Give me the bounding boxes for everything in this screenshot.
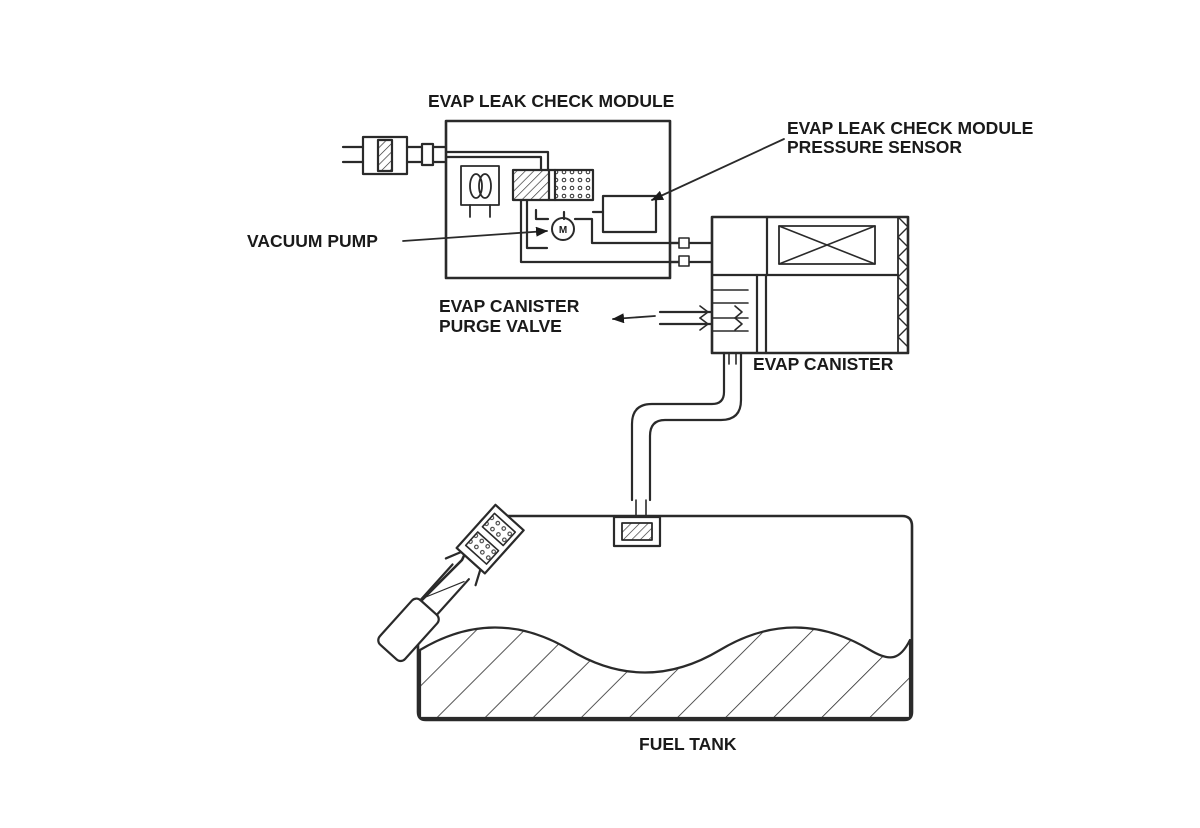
- module-to-canister-hoses: [668, 237, 714, 267]
- filler-neck: [377, 503, 525, 663]
- pump-label: VACUUM PUMP: [247, 231, 378, 251]
- purge-valve-label-line1: EVAP CANISTER: [439, 296, 580, 316]
- switching-valve: [511, 168, 595, 202]
- sensor-arrow: [651, 138, 785, 201]
- sensor-label-line2: PRESSURE SENSOR: [787, 137, 963, 157]
- solenoid-coil: [460, 165, 500, 218]
- leak-check-module: M: [341, 119, 682, 280]
- air-filter: [341, 135, 448, 176]
- pressure-sensor: [601, 194, 658, 234]
- module-label: EVAP LEAK CHECK MODULE: [428, 91, 675, 111]
- sensor-label-line1: EVAP LEAK CHECK MODULE: [787, 118, 1034, 138]
- purge-arrow: [612, 313, 656, 324]
- purge-valve-label-line2: PURGE VALVE: [439, 316, 562, 336]
- fuel-tank-label: FUEL TANK: [639, 734, 737, 754]
- canister-label: EVAP CANISTER: [753, 354, 894, 374]
- purge-ports: [658, 305, 743, 331]
- vent-hose: [630, 351, 743, 521]
- evap-canister: [710, 215, 910, 355]
- pump-arrow: [402, 226, 548, 242]
- rollover-valve: [612, 515, 662, 548]
- motor-label: M: [559, 225, 567, 236]
- vacuum-pump-motor: M: [551, 217, 575, 241]
